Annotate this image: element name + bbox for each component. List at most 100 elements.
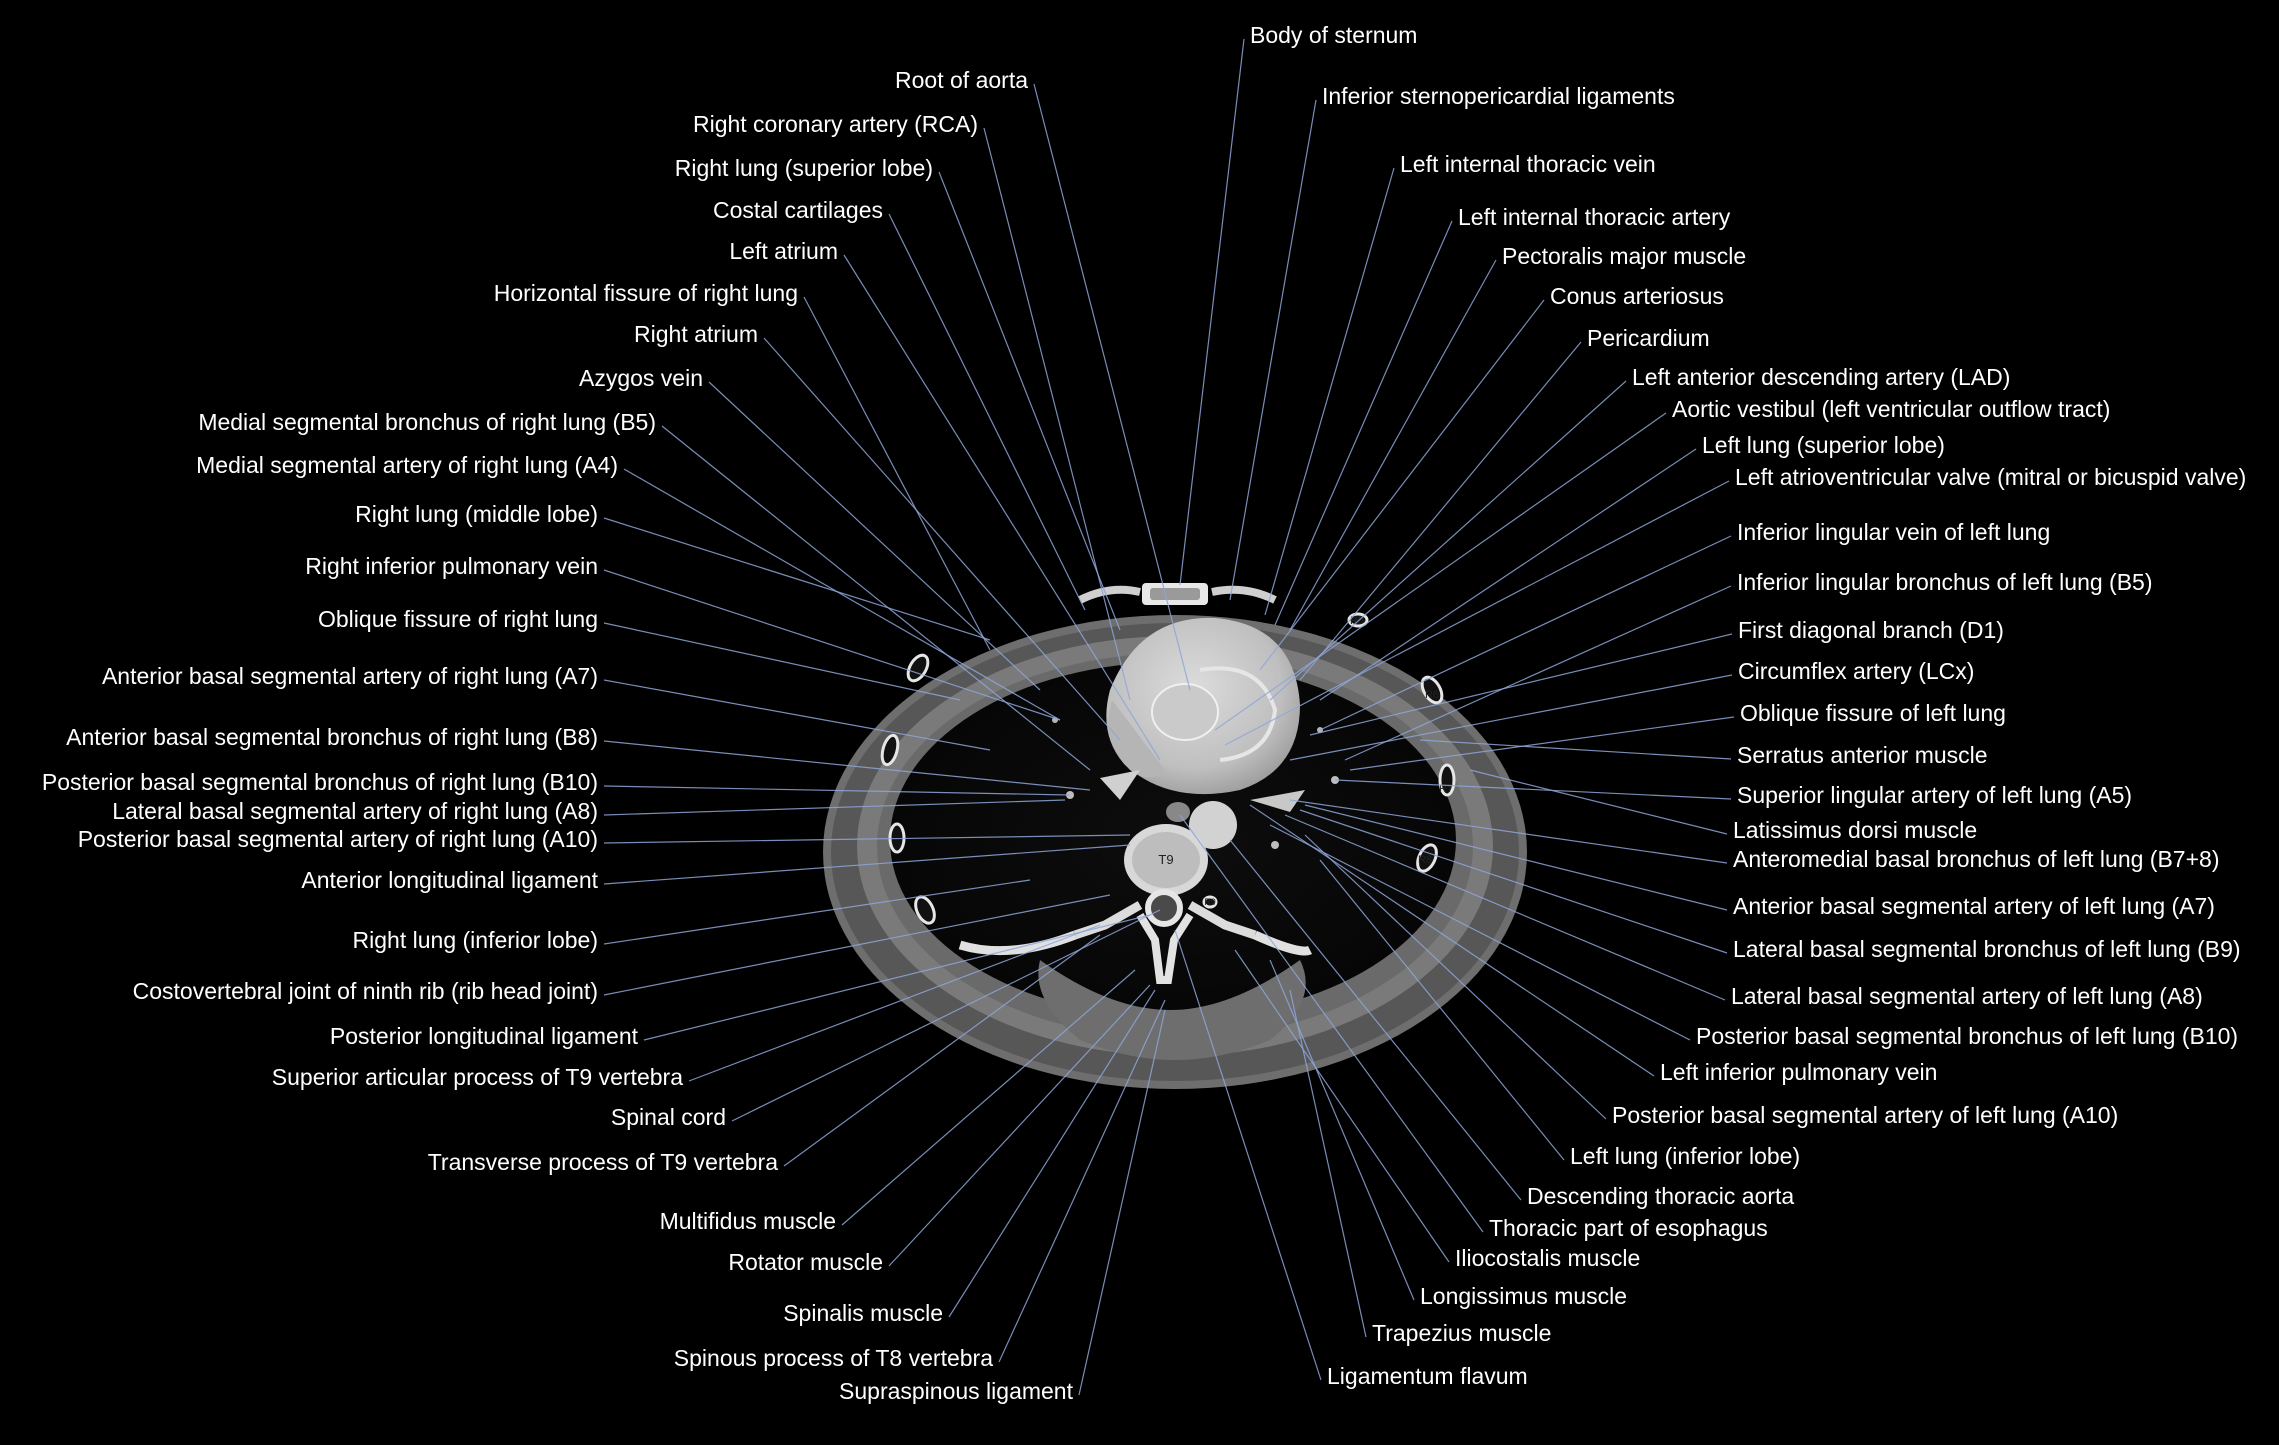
label-right-0: Body of sternum xyxy=(1250,22,1418,48)
label-right-6: Pericardium xyxy=(1587,325,1710,351)
leader-right-27 xyxy=(1229,839,1522,1201)
label-right-32: Ligamentum flavum xyxy=(1327,1363,1528,1389)
label-right-17: Superior lingular artery of left lung (A… xyxy=(1737,782,2133,808)
leader-left-5 xyxy=(803,296,991,651)
leader-right-9 xyxy=(1319,448,1697,701)
leader-right-17 xyxy=(1334,779,1732,800)
rib-right-2 xyxy=(880,733,900,767)
leader-left-23 xyxy=(731,909,1161,1122)
label-right-27: Descending thoracic aorta xyxy=(1527,1183,1795,1209)
label-left-16: Lateral basal segmental artery of right … xyxy=(112,798,598,824)
label-right-28: Thoracic part of esophagus xyxy=(1489,1215,1768,1241)
aortic-root xyxy=(1151,683,1219,741)
right-atrium xyxy=(1108,700,1165,778)
leader-right-19 xyxy=(1289,799,1728,864)
rib-label-r8: R8 xyxy=(1418,854,1432,866)
leader-right-13 xyxy=(1309,633,1733,736)
leader-right-31 xyxy=(1289,989,1367,1338)
label-right-14: Circumflex artery (LCx) xyxy=(1738,658,1975,684)
label-left-28: Spinous process of T8 vertebra xyxy=(673,1345,993,1371)
leader-left-14 xyxy=(603,740,1091,791)
leader-left-0 xyxy=(1033,83,1191,691)
leader-left-26 xyxy=(888,984,1151,1267)
rib-label-r6: R6 xyxy=(1425,689,1439,701)
leader-left-22 xyxy=(688,924,1101,1082)
leader-right-5 xyxy=(1259,299,1545,671)
label-left-14: Anterior basal segmental bronchus of rig… xyxy=(66,724,598,750)
esophagus xyxy=(1166,802,1190,822)
label-right-3: Left internal thoracic artery xyxy=(1458,204,1731,230)
leader-right-1 xyxy=(1229,99,1317,601)
leader-right-23 xyxy=(1269,824,1691,1041)
descending-aorta xyxy=(1189,801,1237,849)
vertebral-body-cancellous xyxy=(1132,832,1200,888)
transverse-process-left xyxy=(1187,901,1257,940)
vertebra-label: T9 xyxy=(1158,852,1173,867)
label-right-22: Lateral basal segmental artery of left l… xyxy=(1731,983,2203,1009)
vessel-dot-5 xyxy=(1271,841,1279,849)
left-hilum-vessels xyxy=(1250,790,1305,812)
label-left-29: Supraspinous ligament xyxy=(839,1378,1073,1404)
label-right-31: Trapezius muscle xyxy=(1372,1320,1552,1346)
sternum-marrow xyxy=(1150,588,1200,600)
label-left-9: Medial segmental artery of right lung (A… xyxy=(196,452,618,478)
leader-left-1 xyxy=(983,127,1131,701)
label-left-24: Transverse process of T9 vertebra xyxy=(427,1149,778,1175)
leader-left-6 xyxy=(763,337,1121,741)
leader-right-11 xyxy=(1319,535,1732,731)
left-ventricle xyxy=(1199,666,1278,762)
rib-left-5 xyxy=(1202,895,1218,909)
label-left-8: Medial segmental bronchus of right lung … xyxy=(198,409,656,435)
leader-right-21 xyxy=(1299,809,1728,954)
label-right-13: First diagonal branch (D1) xyxy=(1738,617,2004,643)
label-right-1: Inferior sternopericardial ligaments xyxy=(1322,83,1675,109)
leader-right-10 xyxy=(1224,480,1730,746)
label-left-22: Superior articular process of T9 vertebr… xyxy=(271,1064,683,1090)
leader-right-15 xyxy=(1349,716,1735,771)
label-right-15: Oblique fissure of left lung xyxy=(1740,700,2006,726)
label-left-23: Spinal cord xyxy=(610,1104,726,1130)
label-right-20: Anterior basal segmental artery of left … xyxy=(1733,893,2215,919)
leader-left-17 xyxy=(603,834,1131,844)
label-left-3: Costal cartilages xyxy=(712,197,883,223)
leader-left-7 xyxy=(708,381,1041,691)
leader-left-11 xyxy=(603,569,1061,721)
leader-left-16 xyxy=(603,799,1066,816)
leader-left-27 xyxy=(948,989,1156,1318)
label-right-25: Posterior basal segmental artery of left… xyxy=(1612,1102,2119,1128)
label-left-4: Left atrium xyxy=(729,238,838,264)
label-left-10: Right lung (middle lobe) xyxy=(355,501,598,527)
label-right-11: Inferior lingular vein of left lung xyxy=(1737,519,2051,545)
label-left-0: Root of aorta xyxy=(895,67,1028,93)
spinal-canal xyxy=(1145,889,1183,927)
leader-right-25 xyxy=(1304,834,1607,1120)
leader-left-12 xyxy=(603,622,961,701)
label-left-7: Azygos vein xyxy=(578,365,703,391)
back-muscles xyxy=(1038,960,1306,1060)
costal-cartilage-right xyxy=(1078,585,1141,604)
leader-left-24 xyxy=(783,934,1101,1167)
label-right-29: Iliocostalis muscle xyxy=(1455,1245,1641,1271)
leader-right-2 xyxy=(1264,167,1395,616)
label-left-1: Right coronary artery (RCA) xyxy=(692,111,978,137)
leader-left-25 xyxy=(841,969,1136,1226)
leader-right-14 xyxy=(1289,674,1733,761)
label-right-9: Left lung (superior lobe) xyxy=(1702,432,1945,458)
label-left-20: Costovertebral joint of ninth rib (rib h… xyxy=(132,978,598,1004)
leader-left-15 xyxy=(603,785,1071,796)
label-right-21: Lateral basal segmental bronchus of left… xyxy=(1733,936,2241,962)
label-right-24: Left inferior pulmonary vein xyxy=(1660,1059,1938,1085)
label-left-15: Posterior basal segmental bronchus of ri… xyxy=(41,769,598,795)
leader-right-4 xyxy=(1289,259,1497,631)
label-right-8: Aortic vestibul (left ventricular outflo… xyxy=(1672,396,2111,422)
leader-left-10 xyxy=(603,517,991,641)
leader-right-28 xyxy=(1179,814,1484,1233)
label-left-12: Oblique fissure of right lung xyxy=(318,606,598,632)
label-right-7: Left anterior descending artery (LAD) xyxy=(1632,364,2011,390)
label-right-19: Anteromedial basal bronchus of left lung… xyxy=(1733,846,2220,872)
leader-left-13 xyxy=(603,679,991,751)
leader-right-24 xyxy=(1249,804,1655,1077)
rib-label-r5: R5 xyxy=(1350,615,1364,627)
rib-right-4 xyxy=(914,895,936,925)
leader-left-28 xyxy=(998,999,1166,1363)
